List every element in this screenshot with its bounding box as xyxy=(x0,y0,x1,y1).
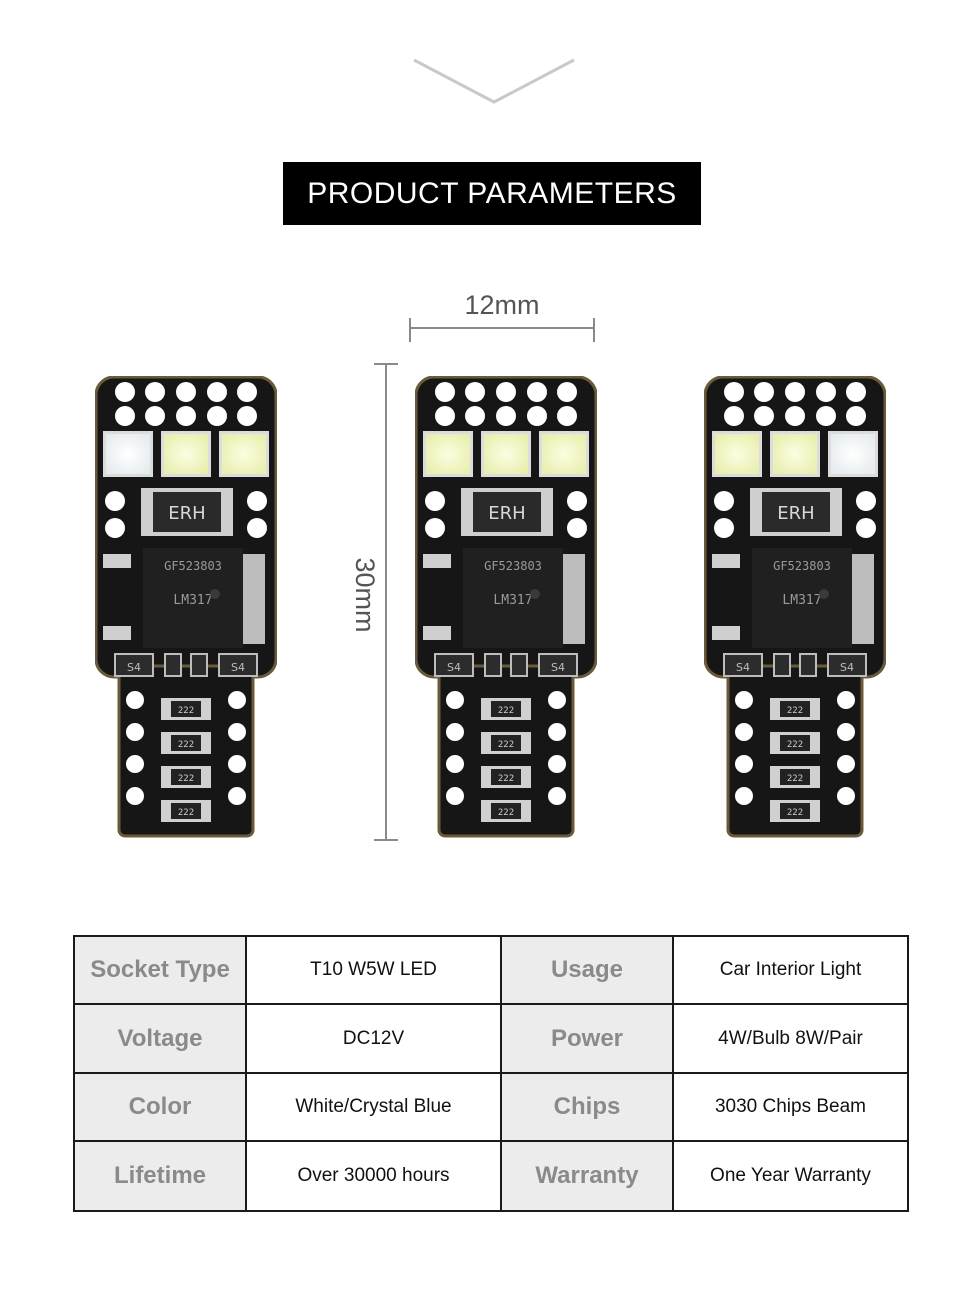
small-resistor-marking: 222 xyxy=(787,774,803,784)
small-resistor-marking: 222 xyxy=(498,774,514,784)
spec-label: Voltage xyxy=(73,1003,247,1074)
pad-label: S4 xyxy=(840,661,854,674)
table-row: Color White/Crystal Blue Chips 3030 Chip… xyxy=(73,1071,909,1143)
table-row: Socket Type T10 W5W LED Usage Car Interi… xyxy=(73,934,909,1006)
spec-value: DC12V xyxy=(245,1003,502,1074)
led-bulb-image: ERH GF523803 LM317 S4 S4 222 222 222 222 xyxy=(415,376,597,838)
small-resistor-marking: 222 xyxy=(787,808,803,818)
ic-model-marking: LM317 xyxy=(493,593,532,608)
small-resistor-marking: 222 xyxy=(178,774,194,784)
pad-label: S4 xyxy=(127,661,141,674)
pad-label: S4 xyxy=(551,661,565,674)
table-row: Voltage DC12V Power 4W/Bulb 8W/Pair xyxy=(73,1003,909,1074)
spec-value: One Year Warranty xyxy=(672,1140,909,1212)
small-resistor-marking: 222 xyxy=(787,706,803,716)
led-bulb-image: ERH GF523803 LM317 S4 S4 222 222 222 222 xyxy=(704,376,886,838)
page-title-text: PRODUCT PARAMETERS xyxy=(307,176,677,210)
height-dimension-line xyxy=(374,363,398,841)
small-resistor-marking: 222 xyxy=(498,808,514,818)
height-dimension-label: 30mm xyxy=(350,557,380,633)
specs-table: Socket Type T10 W5W LED Usage Car Interi… xyxy=(73,934,909,1212)
spec-value: 3030 Chips Beam xyxy=(672,1071,909,1143)
spec-label: Chips xyxy=(500,1071,674,1143)
small-resistor-marking: 222 xyxy=(498,706,514,716)
ic-code-marking: GF523803 xyxy=(773,559,831,573)
resistor-marking: ERH xyxy=(168,503,205,524)
ic-model-marking: LM317 xyxy=(782,593,821,608)
ic-code-marking: GF523803 xyxy=(484,559,542,573)
spec-label: Usage xyxy=(500,934,674,1006)
spec-value: T10 W5W LED xyxy=(245,934,502,1006)
spec-label: Socket Type xyxy=(73,934,247,1006)
led-bulb-image: ERH GF523803 LM317 S4 S4 222 222 222 222 xyxy=(95,376,277,838)
small-resistor-marking: 222 xyxy=(787,740,803,750)
resistor-marking: ERH xyxy=(488,503,525,524)
page-title: PRODUCT PARAMETERS xyxy=(283,162,701,225)
chevron-down-icon xyxy=(413,58,575,104)
resistor-marking: ERH xyxy=(777,503,814,524)
pad-label: S4 xyxy=(736,661,750,674)
pad-label: S4 xyxy=(231,661,245,674)
spec-label: Power xyxy=(500,1003,674,1074)
width-dimension-label: 12mm xyxy=(464,290,540,320)
spec-label: Lifetime xyxy=(73,1140,247,1212)
spec-value: Over 30000 hours xyxy=(245,1140,502,1212)
small-resistor-marking: 222 xyxy=(178,808,194,818)
spec-label: Color xyxy=(73,1071,247,1143)
small-resistor-marking: 222 xyxy=(178,706,194,716)
table-row: Lifetime Over 30000 hours Warranty One Y… xyxy=(73,1140,909,1212)
spec-value: 4W/Bulb 8W/Pair xyxy=(672,1003,909,1074)
width-dimension-line xyxy=(409,318,595,342)
ic-model-marking: LM317 xyxy=(173,593,212,608)
small-resistor-marking: 222 xyxy=(498,740,514,750)
ic-code-marking: GF523803 xyxy=(164,559,222,573)
spec-value: Car Interior Light xyxy=(672,934,909,1006)
small-resistor-marking: 222 xyxy=(178,740,194,750)
spec-label: Warranty xyxy=(500,1140,674,1212)
spec-value: White/Crystal Blue xyxy=(245,1071,502,1143)
pad-label: S4 xyxy=(447,661,461,674)
